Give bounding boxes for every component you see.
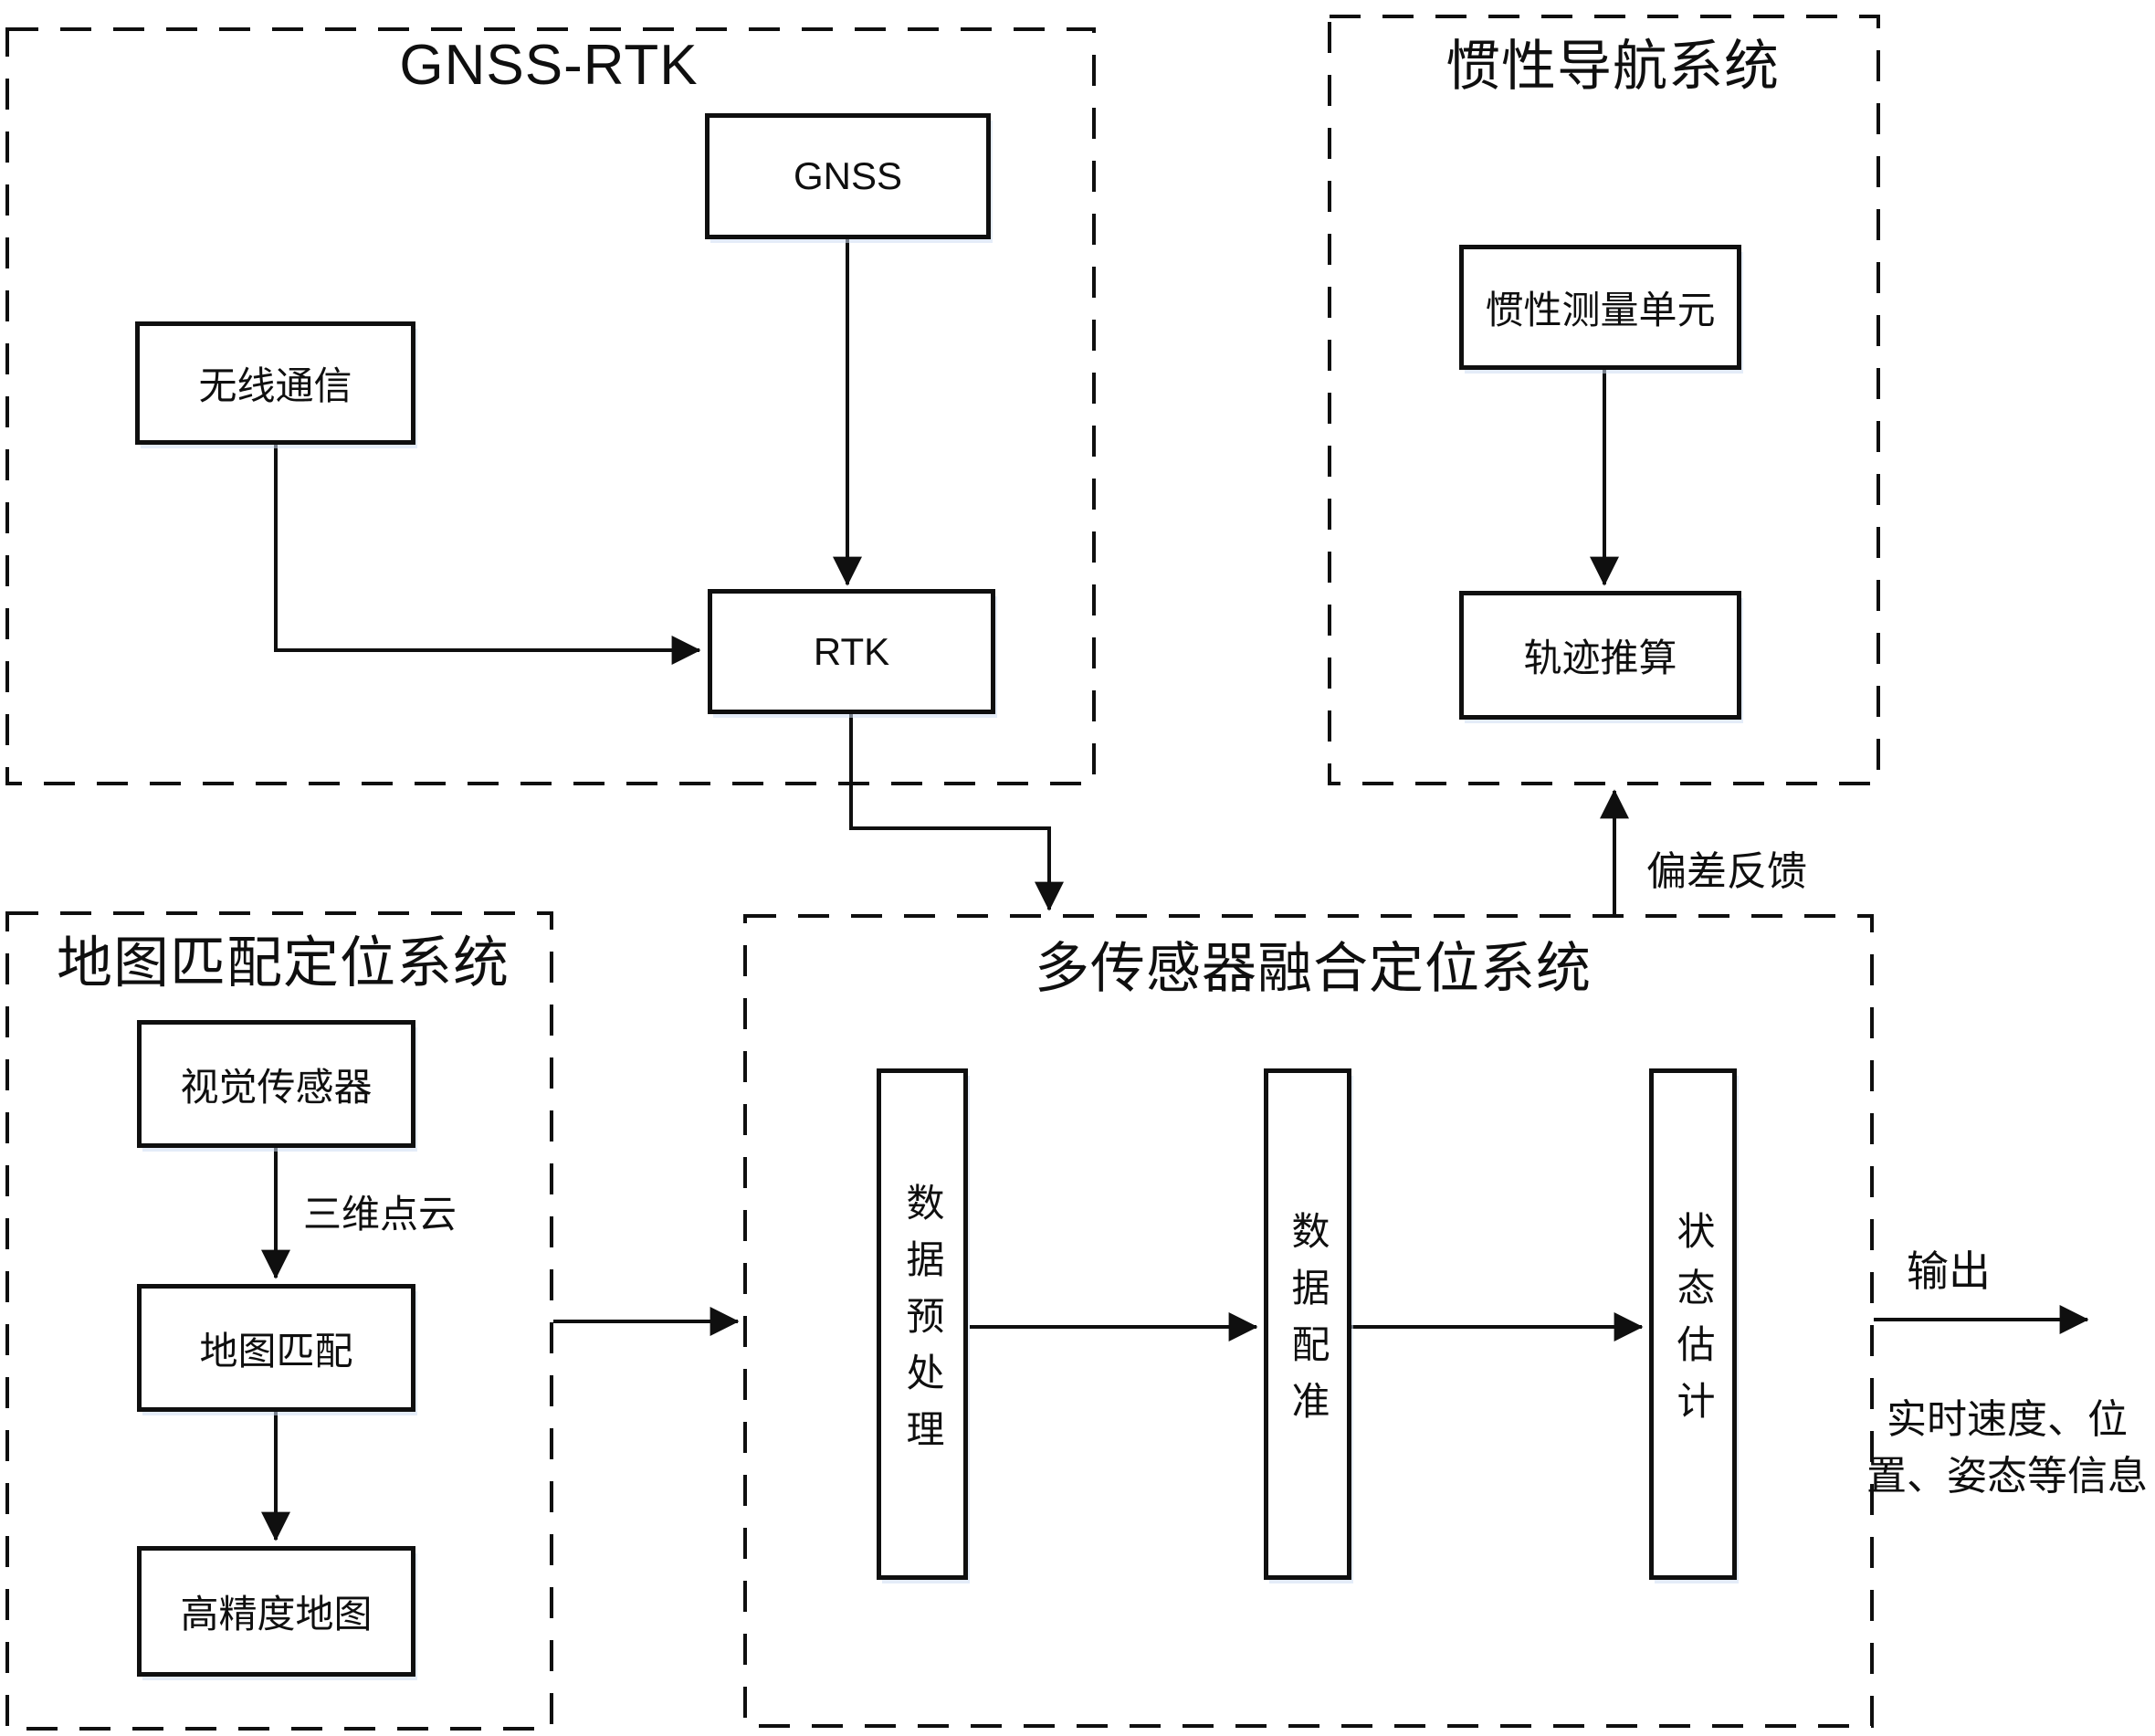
node-dead-reckoning: 轨迹推算 (1459, 591, 1741, 720)
node-data-preprocess: 数据预处理 (877, 1068, 968, 1580)
node-visual-sensor: 视觉传感器 (137, 1020, 415, 1148)
group-title-fusion: 多传感器融合定位系统 (1035, 938, 1592, 999)
inertial-group-border (1328, 15, 1880, 785)
gnss-rtk-group-border (5, 27, 1096, 785)
node-hd-map: 高精度地图 (137, 1546, 415, 1677)
group-title-map-matching: 地图匹配定位系统 (56, 931, 510, 994)
fusion-group-border (743, 914, 1874, 1728)
node-data-registration: 数据配准 (1264, 1068, 1351, 1580)
label-3d-pointcloud: 三维点云 (302, 1193, 457, 1236)
group-title-inertial: 惯性导航系统 (1445, 36, 1780, 97)
node-imu: 惯性测量单元 (1459, 245, 1741, 370)
node-wireless: 无线通信 (135, 321, 415, 445)
node-map-match: 地图匹配 (137, 1284, 415, 1412)
label-output: 输出 (1907, 1247, 1991, 1295)
label-bias-feedback: 偏差反馈 (1646, 849, 1807, 894)
label-output-info-line1: 实时速度、位 (1887, 1397, 2128, 1442)
node-gnss: GNSS (705, 113, 991, 239)
arrow-rtk-to-fusion (849, 714, 1064, 911)
group-title-gnss-rtk: GNSS-RTK (399, 34, 699, 97)
map-matching-group-border (5, 911, 553, 1731)
label-output-info: 实时速度、位 置、姿态等信息 (1865, 1392, 2150, 1506)
label-output-info-line2: 置、姿态等信息 (1866, 1454, 2148, 1499)
node-state-estimation: 状态估计 (1649, 1068, 1737, 1580)
node-rtk: RTK (708, 589, 995, 714)
arrow-wireless-to-rtk (274, 445, 701, 665)
